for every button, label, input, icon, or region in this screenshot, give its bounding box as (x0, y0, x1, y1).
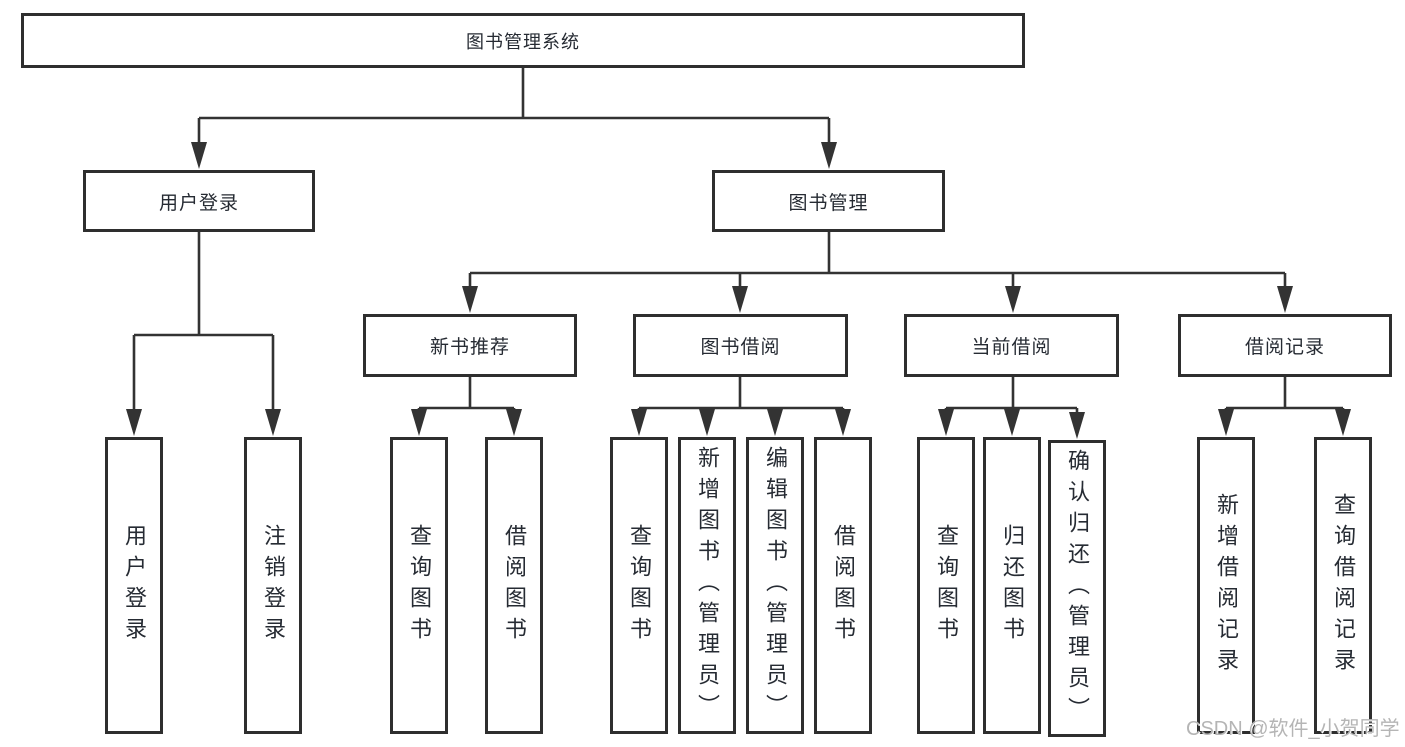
leaf-borrow-book: 借阅图书 (814, 437, 872, 734)
leaf-return-book: 归还图书 (983, 437, 1041, 734)
node-book-borrow-label: 图书借阅 (700, 337, 781, 358)
node-borrow-record: 借阅记录 (1178, 314, 1392, 377)
node-book-borrow: 图书借阅 (633, 314, 848, 377)
node-borrow-record-label: 借阅记录 (1244, 337, 1325, 358)
leaf-confirm-return-admin: 确认归还（管理员） (1048, 440, 1106, 737)
node-book-mgmt-label: 图书管理 (788, 192, 869, 214)
leaf-add-book-admin: 新增图书（管理员） (678, 437, 736, 734)
leaf-confirm-return-admin-label: 确认归还（管理员） (1065, 449, 1090, 728)
leaf-edit-book-admin-label: 编辑图书（管理员） (763, 446, 788, 725)
new-book-group-connector (411, 377, 522, 436)
leaf-borrow-book-recommend: 借阅图书 (485, 437, 543, 734)
leaf-query-book-borrow-label: 查询图书 (627, 523, 652, 648)
book-borrow-group-connector (631, 377, 851, 436)
leaf-query-book-current-label: 查询图书 (934, 523, 959, 648)
node-current-borrow-label: 当前借阅 (971, 337, 1052, 358)
leaf-query-book-recommend: 查询图书 (390, 437, 448, 734)
node-root-label: 图书管理系统 (466, 31, 580, 52)
leaf-edit-book-admin: 编辑图书（管理员） (746, 437, 804, 734)
node-user-login: 用户登录 (83, 170, 315, 232)
leaf-user-login: 用户登录 (105, 437, 163, 734)
book-mgmt-connector (462, 232, 1293, 313)
leaf-user-login-label: 用户登录 (122, 523, 147, 648)
leaf-query-book-borrow: 查询图书 (610, 437, 668, 734)
leaf-return-book-label: 归还图书 (1000, 523, 1025, 648)
leaf-query-borrow-record-label: 查询借阅记录 (1331, 492, 1356, 679)
leaf-add-borrow-record: 新增借阅记录 (1197, 437, 1255, 734)
current-borrow-group-connector (938, 377, 1085, 439)
user-login-connector (126, 232, 281, 436)
leaf-logout-label: 注销登录 (261, 523, 286, 648)
leaf-add-book-admin-label: 新增图书（管理员） (695, 446, 720, 725)
node-current-borrow: 当前借阅 (904, 314, 1119, 377)
leaf-query-borrow-record: 查询借阅记录 (1314, 437, 1372, 734)
node-book-mgmt: 图书管理 (712, 170, 945, 232)
node-user-login-label: 用户登录 (158, 192, 239, 214)
node-new-book-recommend: 新书推荐 (363, 314, 577, 377)
csdn-watermark: CSDN @软件_小贺同学 (1186, 718, 1400, 740)
level1-connector (191, 68, 837, 169)
leaf-logout: 注销登录 (244, 437, 302, 734)
node-root: 图书管理系统 (21, 13, 1025, 68)
leaf-borrow-book-label: 借阅图书 (831, 523, 856, 648)
leaf-query-book-current: 查询图书 (917, 437, 975, 734)
leaf-borrow-book-recommend-label: 借阅图书 (502, 523, 527, 648)
node-new-book-recommend-label: 新书推荐 (429, 337, 510, 358)
leaf-add-borrow-record-label: 新增借阅记录 (1214, 492, 1239, 679)
borrow-record-group-connector (1218, 377, 1351, 436)
leaf-query-book-recommend-label: 查询图书 (407, 523, 432, 648)
